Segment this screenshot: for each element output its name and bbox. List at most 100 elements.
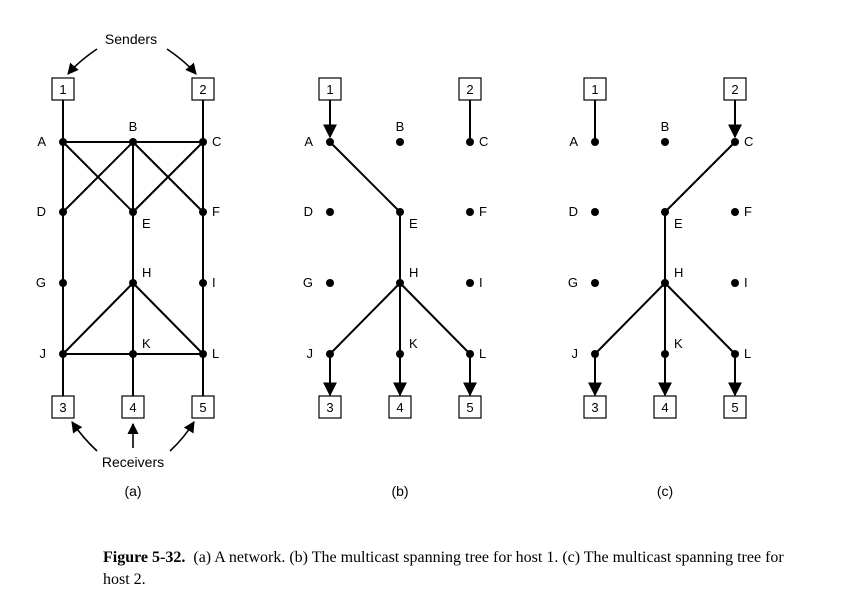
node-L-label: L (744, 346, 751, 361)
node-H-label: H (674, 265, 683, 280)
node-E-dot (129, 208, 137, 216)
node-J-dot (59, 350, 67, 358)
node-J-label: J (572, 346, 579, 361)
node-G-label: G (303, 275, 313, 290)
host-2-label: 2 (199, 82, 206, 97)
node-K-label: K (409, 336, 418, 351)
node-F-dot (466, 208, 474, 216)
node-A-dot (59, 138, 67, 146)
senders-label: Senders (105, 31, 157, 47)
figure-caption: Figure 5-32. (a) A network. (b) The mult… (103, 547, 803, 591)
host-1-label: 1 (591, 82, 598, 97)
node-C-label: C (479, 134, 488, 149)
host-3-label: 3 (591, 400, 598, 415)
node-J-label: J (307, 346, 314, 361)
node-B-dot (661, 138, 669, 146)
node-K-dot (661, 350, 669, 358)
node-E-dot (661, 208, 669, 216)
node-E-dot (396, 208, 404, 216)
node-A-label: A (569, 134, 578, 149)
host-3-label: 3 (59, 400, 66, 415)
edge-C-E (664, 141, 736, 213)
host-5-box (191, 395, 215, 419)
node-C-dot (731, 138, 739, 146)
host-2-box (458, 77, 482, 101)
node-I-dot (731, 279, 739, 287)
host-4-box (121, 395, 145, 419)
node-K-label: K (674, 336, 683, 351)
node-J-label: J (40, 346, 47, 361)
node-D-label: D (304, 204, 313, 219)
node-I-label: I (744, 275, 748, 290)
panel-caption-2: (c) (657, 483, 673, 499)
node-F-label: F (212, 204, 220, 219)
panel-caption-0: (a) (124, 483, 141, 499)
node-I-label: I (212, 275, 216, 290)
node-G-dot (59, 279, 67, 287)
host-5-box (723, 395, 747, 419)
host-5-label: 5 (466, 400, 473, 415)
edge-C-E (132, 141, 204, 213)
node-B-dot (396, 138, 404, 146)
node-I-dot (466, 279, 474, 287)
edge-H-L (132, 282, 204, 355)
edge-H-L (664, 282, 736, 355)
node-D-label: D (569, 204, 578, 219)
node-C-label: C (744, 134, 753, 149)
node-A-dot (326, 138, 334, 146)
node-K-dot (396, 350, 404, 358)
host-4-box (388, 395, 412, 419)
node-C-label: C (212, 134, 221, 149)
node-C-dot (199, 138, 207, 146)
node-D-label: D (37, 204, 46, 219)
host-3-box (583, 395, 607, 419)
node-H-dot (129, 279, 137, 287)
edge-H-J (594, 282, 666, 355)
node-H-label: H (142, 265, 151, 280)
node-F-dot (731, 208, 739, 216)
node-I-dot (199, 279, 207, 287)
node-L-dot (466, 350, 474, 358)
edge-H-J (329, 282, 401, 355)
node-D-dot (591, 208, 599, 216)
node-H-label: H (409, 265, 418, 280)
host-4-label: 4 (129, 400, 136, 415)
node-L-dot (731, 350, 739, 358)
senders-arrow-1 (67, 48, 98, 75)
node-B-label: B (661, 119, 670, 134)
senders-arrow-2 (166, 48, 197, 75)
host-5-label: 5 (199, 400, 206, 415)
node-L-label: L (479, 346, 486, 361)
node-A-label: A (304, 134, 313, 149)
node-F-dot (199, 208, 207, 216)
edge-H-L (399, 282, 471, 355)
host-5-box (458, 395, 482, 419)
node-E-label: E (142, 216, 151, 231)
receivers-arrow-5 (169, 421, 195, 452)
edge-B-D (62, 141, 134, 213)
host-1-box (51, 77, 75, 101)
node-G-label: G (568, 275, 578, 290)
host-2-label: 2 (731, 82, 738, 97)
host-1-label: 1 (59, 82, 66, 97)
receivers-arrow-3 (71, 421, 98, 452)
node-D-dot (326, 208, 334, 216)
node-D-dot (59, 208, 67, 216)
panel-caption-1: (b) (391, 483, 408, 499)
host-3-box (51, 395, 75, 419)
node-F-label: F (479, 204, 487, 219)
node-J-dot (591, 350, 599, 358)
host-4-box (653, 395, 677, 419)
host-3-box (318, 395, 342, 419)
node-I-label: I (479, 275, 483, 290)
host-2-label: 2 (466, 82, 473, 97)
node-K-dot (129, 350, 137, 358)
node-K-label: K (142, 336, 151, 351)
edge-A-E (329, 141, 401, 213)
node-F-label: F (744, 204, 752, 219)
node-H-dot (661, 279, 669, 287)
host-3-label: 3 (326, 400, 333, 415)
host-4-label: 4 (396, 400, 403, 415)
node-B-label: B (129, 119, 138, 134)
